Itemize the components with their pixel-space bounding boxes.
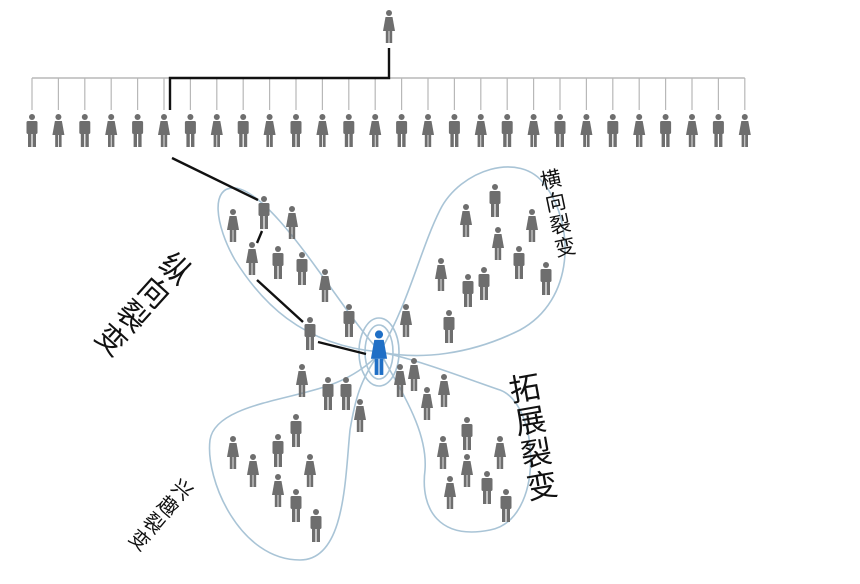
- cluster-person-icon: [296, 252, 308, 285]
- top-row-person-icon: [263, 114, 276, 147]
- cluster-person-icon: [461, 417, 473, 450]
- cluster-person-icon: [310, 509, 322, 542]
- center-ring-inner: [364, 324, 394, 380]
- cluster-person-icon: [246, 242, 258, 275]
- top-row-person-icon: [316, 114, 329, 147]
- top-row-person-icon: [343, 114, 355, 147]
- cluster-person-icon: [421, 387, 433, 420]
- cluster-person-icon: [272, 434, 284, 467]
- top-row-person-icon: [132, 114, 144, 147]
- top-row-person-icon: [210, 114, 223, 147]
- cluster-person-icon: [526, 209, 538, 242]
- top-row-person-icon: [660, 114, 672, 147]
- cluster-person-icon: [247, 454, 259, 487]
- cluster-person-icon: [478, 267, 490, 300]
- cluster-person-icon: [492, 227, 504, 260]
- top-row-person-icon: [105, 114, 118, 147]
- cluster-interest: [227, 364, 366, 542]
- cluster-person-icon: [444, 476, 456, 509]
- top-row-person-icon: [527, 114, 540, 147]
- cluster-person-icon: [435, 258, 447, 291]
- cluster-person-icon: [272, 246, 284, 279]
- cluster-person-icon: [322, 377, 334, 410]
- cluster-horizontal: [400, 184, 552, 343]
- cluster-person-icon: [304, 317, 316, 350]
- cluster-person-icon: [437, 436, 449, 469]
- top-row-person-icon: [738, 114, 751, 147]
- cluster-person-icon: [343, 304, 355, 337]
- cluster-person-icon: [460, 204, 472, 237]
- top-row-person-icon: [184, 114, 196, 147]
- top-row-person-icon: [290, 114, 302, 147]
- top-row-person-icon: [712, 114, 724, 147]
- cluster-person-icon: [443, 310, 455, 343]
- root-person-icon: [383, 10, 395, 43]
- top-tree: [26, 10, 751, 147]
- cluster-extend: [394, 358, 512, 522]
- top-row-person-icon: [501, 114, 513, 147]
- connector-chain: [168, 48, 391, 356]
- top-row-person-icon: [474, 114, 487, 147]
- top-row-person-icon: [79, 114, 91, 147]
- petal-extend: [378, 350, 532, 533]
- top-row-person-icon: [52, 114, 65, 147]
- top-row-person-icon: [396, 114, 408, 147]
- top-row-person-icon: [633, 114, 646, 147]
- cluster-person-icon: [304, 454, 316, 487]
- cluster-person-icon: [500, 489, 512, 522]
- cluster-person-icon: [227, 436, 239, 469]
- cluster-person-icon: [494, 436, 506, 469]
- people-layer: [227, 184, 552, 542]
- top-row-person-icon: [580, 114, 593, 147]
- cluster-person-icon: [272, 474, 284, 507]
- cluster-person-icon: [438, 374, 450, 407]
- cluster-person-icon: [489, 184, 501, 217]
- cluster-vertical: [227, 196, 355, 350]
- cluster-person-icon: [461, 454, 473, 487]
- cluster-person-icon: [227, 209, 239, 242]
- top-row-person-icon: [237, 114, 249, 147]
- top-row-person-icon: [158, 114, 170, 147]
- center-person-icon: [370, 330, 388, 375]
- petal-horizontal: [378, 166, 566, 357]
- cluster-person-icon: [462, 274, 474, 307]
- cluster-person-icon: [286, 206, 298, 239]
- top-row-person-icon: [26, 114, 38, 147]
- center-person: [370, 330, 388, 375]
- top-row-person-icon: [686, 114, 698, 147]
- cluster-person-icon: [481, 471, 493, 504]
- top-row-person-icon: [607, 114, 619, 147]
- top-row-person-icon: [422, 114, 434, 147]
- cluster-person-icon: [513, 246, 525, 279]
- cluster-person-icon: [540, 262, 552, 295]
- top-row-person-icon: [448, 114, 460, 147]
- cluster-person-icon: [340, 377, 352, 410]
- top-row-person-icon: [554, 114, 566, 147]
- cluster-person-icon: [290, 414, 302, 447]
- top-row-person-icon: [369, 114, 382, 147]
- cluster-person-icon: [290, 489, 302, 522]
